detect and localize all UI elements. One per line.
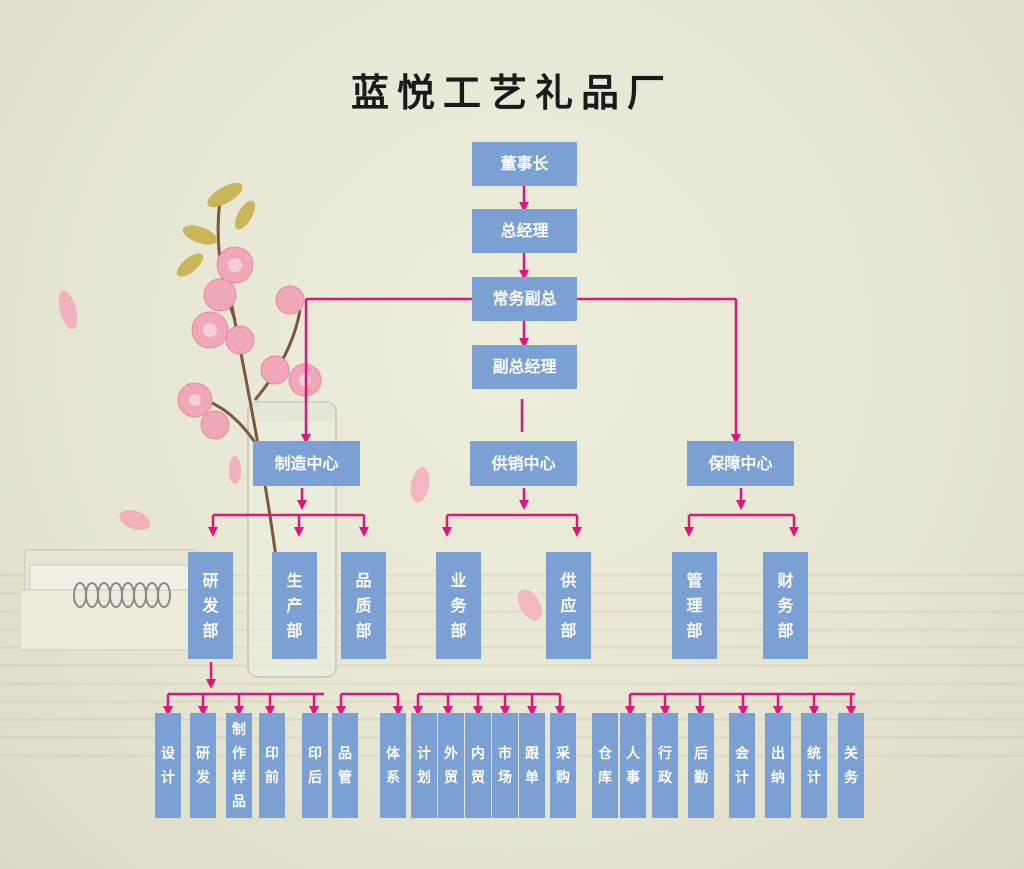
leaf-sample-making: 制作样品	[226, 713, 252, 818]
node-executive-vp: 常务副总	[472, 277, 577, 321]
node-chairman: 董事长	[472, 142, 577, 186]
leaf-personnel: 人事	[620, 713, 646, 818]
leaf-planning: 计划	[411, 713, 437, 818]
leaf-foreign-trade: 外贸	[438, 713, 464, 818]
node-management-dept: 管理部	[672, 552, 717, 659]
chart-title: 蓝悦工艺礼品厂	[350, 70, 673, 115]
leaf-statistics: 统计	[801, 713, 827, 818]
leaf-warehouse: 仓库	[592, 713, 618, 818]
leaf-prepress: 印前	[259, 713, 285, 818]
node-rd-dept: 研发部	[188, 552, 233, 659]
leaf-accounting: 会计	[729, 713, 755, 818]
node-sales-supply-center: 供销中心	[470, 441, 577, 486]
leaf-customs: 关务	[838, 713, 864, 818]
node-production-dept: 生产部	[272, 552, 317, 659]
node-manufacturing-center: 制造中心	[253, 441, 360, 486]
node-support-center: 保障中心	[687, 441, 794, 486]
leaf-cashier: 出纳	[765, 713, 791, 818]
leaf-logistics: 后勤	[688, 713, 714, 818]
leaf-order-follow-up: 跟单	[519, 713, 545, 818]
leaf-design: 设计	[155, 713, 181, 818]
leaf-domestic-trade: 内贸	[465, 713, 491, 818]
leaf-marketing: 市场	[492, 713, 518, 818]
node-quality-dept: 品质部	[341, 552, 386, 659]
node-general-manager: 总经理	[472, 209, 577, 253]
node-deputy-gm: 副总经理	[472, 345, 577, 389]
leaf-postpress: 印后	[302, 713, 328, 818]
petal-decoration	[410, 467, 543, 621]
leaf-administration: 行政	[652, 713, 678, 818]
node-finance-dept: 财务部	[763, 552, 808, 659]
leaf-system: 体系	[380, 713, 406, 818]
leaf-quality-control: 品管	[332, 713, 358, 818]
node-business-dept: 业务部	[436, 552, 481, 659]
books-illustration	[20, 549, 196, 651]
leaf-purchasing: 采购	[550, 713, 576, 818]
node-supply-dept: 供应部	[546, 552, 591, 659]
leaf-research: 研发	[190, 713, 216, 818]
